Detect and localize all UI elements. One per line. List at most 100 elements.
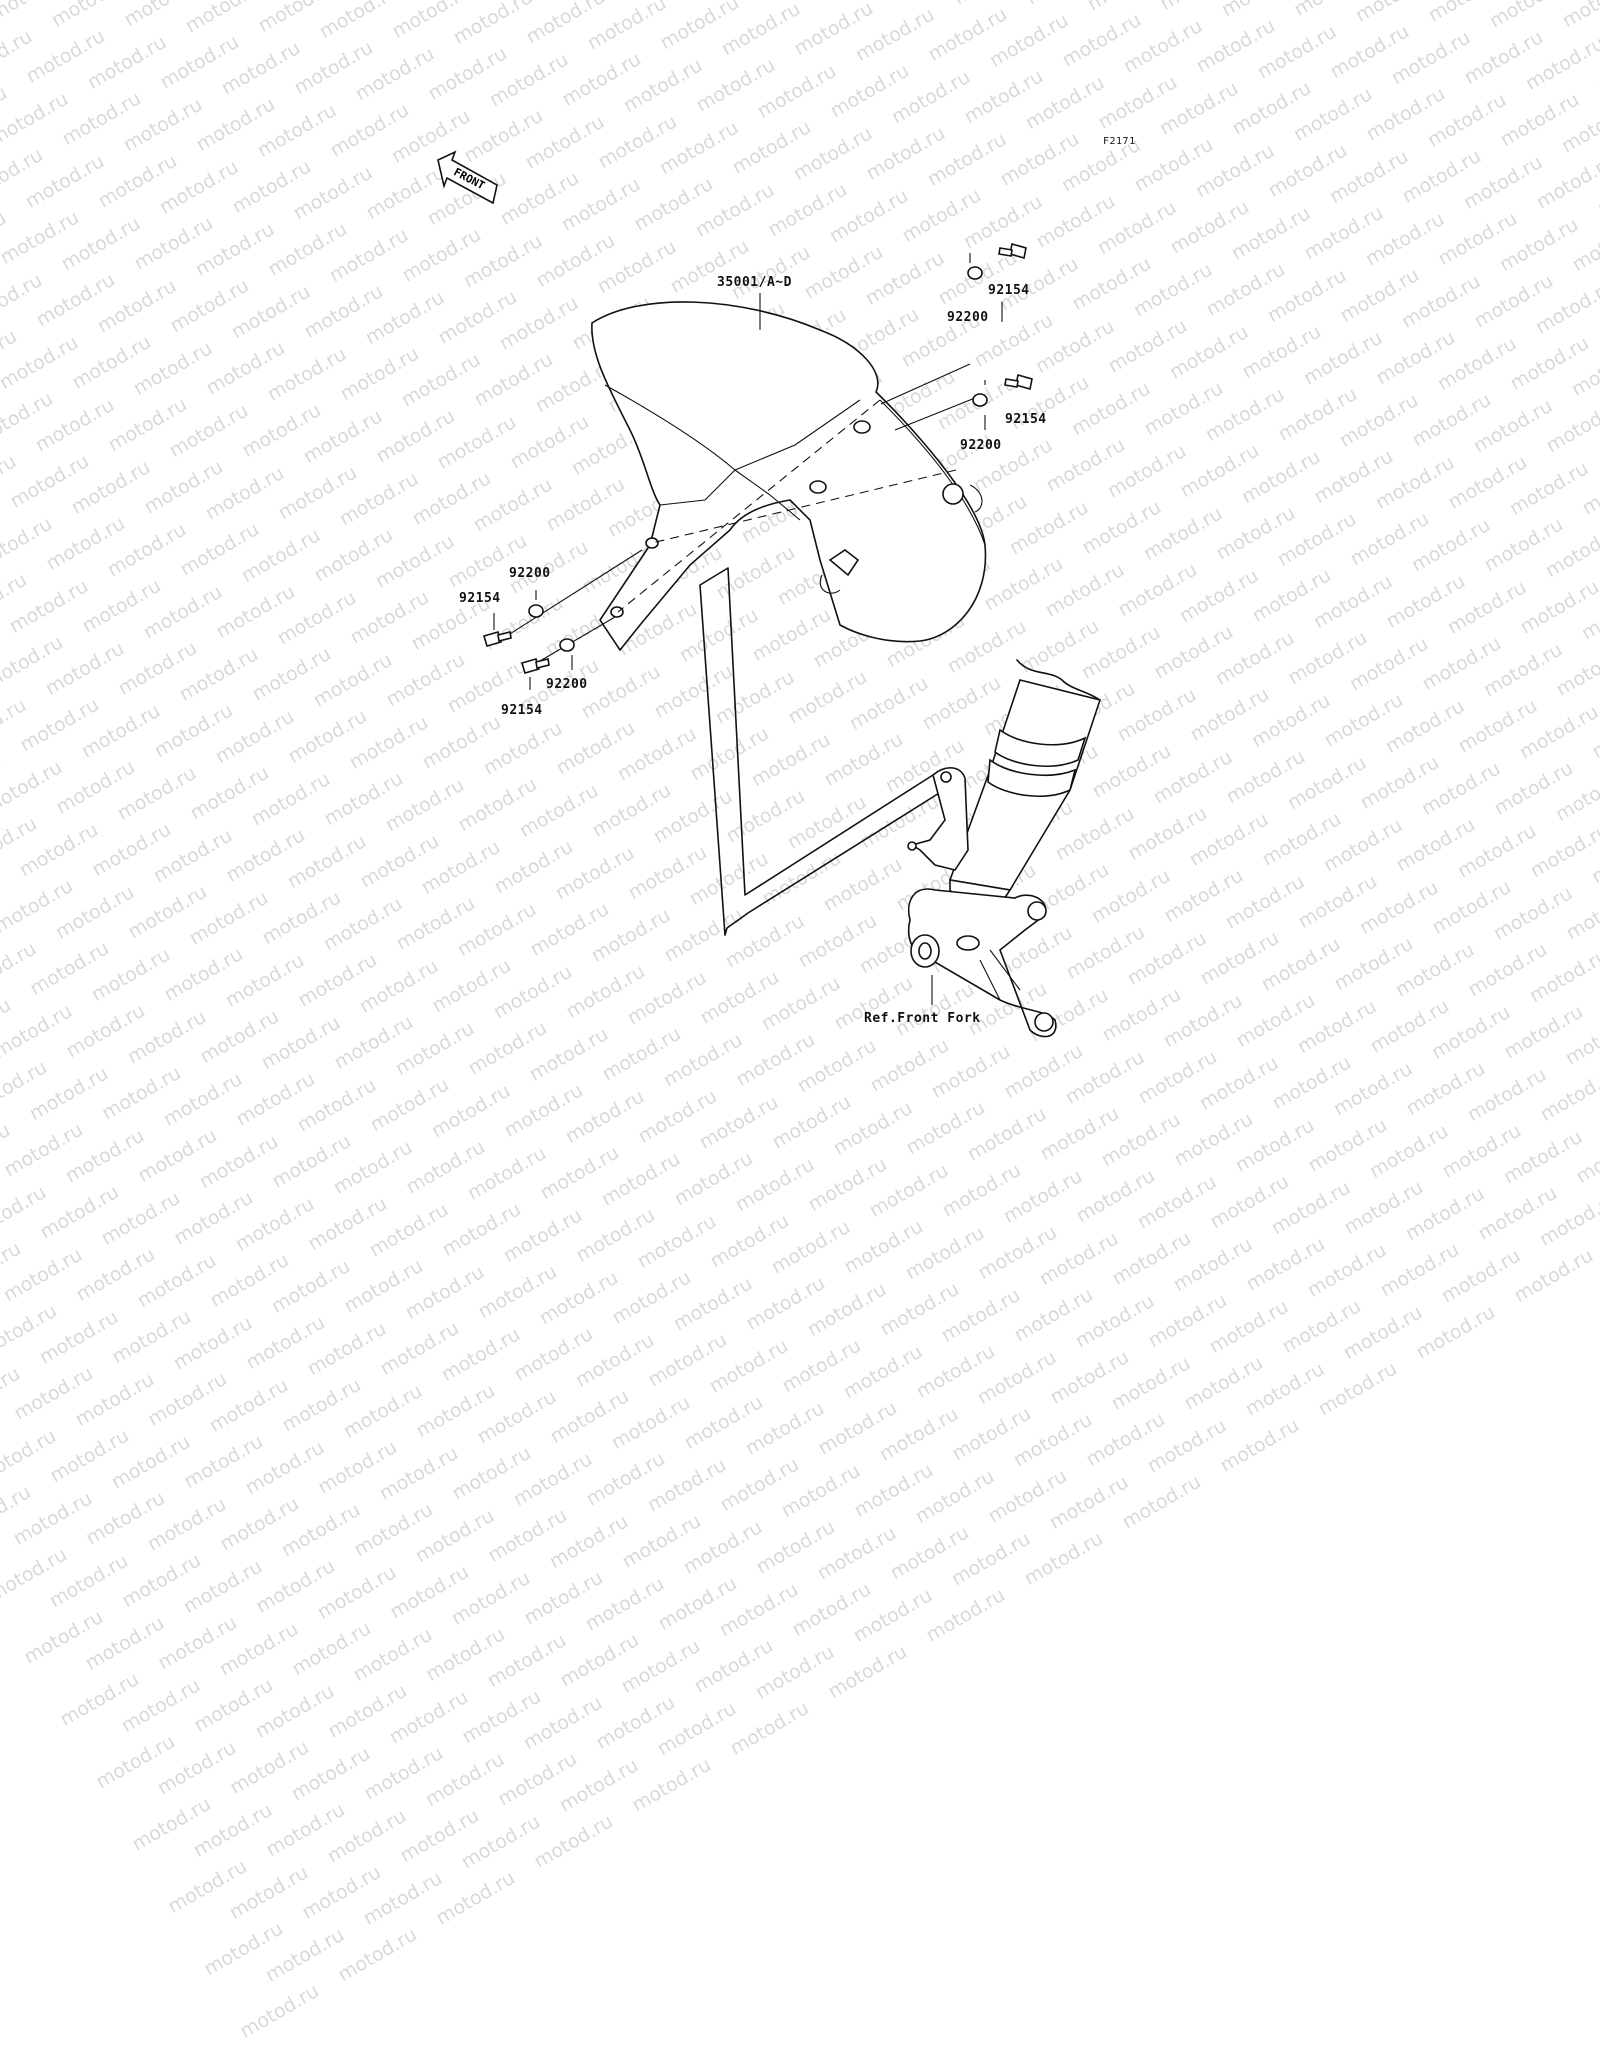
- watermark-text: motod.ru: [154, 1612, 240, 1675]
- watermark-text: motod.ru: [1412, 1301, 1498, 1364]
- watermark-text: motod.ru: [840, 1341, 926, 1404]
- watermark-text: motod.ru: [108, 1431, 194, 1494]
- watermark-text: motod.ru: [164, 1855, 250, 1918]
- part-label-bolt: 92154: [988, 283, 1030, 298]
- watermark-text: motod.ru: [1242, 1358, 1328, 1421]
- watermark-text: motod.ru: [768, 1216, 854, 1279]
- watermark-text: motod.ru: [268, 1255, 354, 1318]
- bolt-icon: [522, 659, 549, 673]
- watermark-text: motod.ru: [458, 1811, 544, 1874]
- bolt-icon: [999, 244, 1026, 258]
- watermark-text: motod.ru: [1144, 1289, 1230, 1352]
- part-label-washer: 92200: [509, 566, 551, 581]
- front-fender-drawing: [592, 302, 986, 650]
- watermark-text: motod.ru: [288, 1743, 374, 1806]
- watermark-text: motod.ru: [1340, 1301, 1426, 1364]
- watermark-text: motod.ru: [546, 1510, 632, 1573]
- part-label-bolt: 92154: [501, 703, 543, 718]
- watermark-text: motod.ru: [556, 1754, 642, 1817]
- watermark-text: motod.ru: [886, 1522, 972, 1585]
- watermark-text: motod.ru: [752, 1641, 838, 1704]
- watermark-text: motod.ru: [628, 1754, 714, 1817]
- watermark-text: motod.ru: [144, 1493, 230, 1556]
- watermark-text: motod.ru: [582, 1573, 668, 1636]
- watermark-text: motod.ru: [804, 1278, 890, 1341]
- watermark-text: motod.ru: [20, 1606, 106, 1669]
- reference-label: Ref.Front Fork: [864, 1011, 981, 1026]
- watermark-text: motod.ru: [242, 1311, 328, 1374]
- watermark-text: motod.ru: [190, 1799, 276, 1862]
- watermark-text: motod.ru: [876, 1403, 962, 1466]
- watermark-text: motod.ru: [644, 1454, 730, 1517]
- watermark-text: motod.ru: [118, 1674, 204, 1737]
- watermark-text: motod.ru: [902, 1222, 988, 1285]
- watermark-text: motod.ru: [190, 1674, 276, 1737]
- watermark-text: motod.ru: [680, 1391, 766, 1454]
- watermark-text: motod.ru: [1510, 1244, 1596, 1307]
- watermark-text: motod.ru: [546, 1385, 632, 1448]
- watermark-text: motod.ru: [484, 1629, 570, 1692]
- watermark-text: motod.ru: [376, 1442, 462, 1505]
- watermark-text: motod.ru: [278, 1499, 364, 1562]
- watermark-text: motod.ru: [608, 1266, 694, 1329]
- watermark-text: motod.ru: [226, 1861, 312, 1924]
- watermark-text: motod.ru: [670, 1273, 756, 1336]
- figure-code: F2171: [1103, 136, 1136, 147]
- watermark-text: motod.ru: [46, 1550, 132, 1613]
- watermark-text: motod.ru: [170, 1312, 256, 1375]
- watermark-text: motod.ru: [412, 1380, 498, 1443]
- watermark-text: motod.ru: [680, 1516, 766, 1579]
- watermark-text: motod.ru: [520, 1692, 606, 1755]
- watermark-text: motod.ru: [118, 1549, 204, 1612]
- watermark-text: motod.ru: [10, 1487, 96, 1550]
- watermark-text: motod.ru: [324, 1680, 410, 1743]
- watermark-text: motod.ru: [644, 1329, 730, 1392]
- watermark-text: motod.ru: [448, 1567, 534, 1630]
- washer-icon: [529, 605, 543, 617]
- watermark-text: motod.ru: [726, 1697, 812, 1760]
- watermark-text: motod.ru: [510, 1323, 596, 1386]
- watermark-text: motod.ru: [432, 1867, 518, 1930]
- watermark-text: motod.ru: [742, 1272, 828, 1335]
- watermark-text: motod.ru: [252, 1555, 338, 1618]
- watermark-text: motod.ru: [10, 1362, 96, 1425]
- watermark-text: motod.ru: [422, 1623, 508, 1686]
- watermark-text: motod.ru: [912, 1465, 998, 1528]
- watermark-text: motod.ru: [216, 1493, 302, 1556]
- watermark-text: motod.ru: [850, 1459, 936, 1522]
- watermark-text: motod.ru: [386, 1561, 472, 1624]
- washer-icon: [968, 267, 982, 279]
- watermark-text: motod.ru: [144, 1368, 230, 1431]
- watermark-text: motod.ru: [92, 1731, 178, 1794]
- watermark-text: motod.ru: [200, 1918, 286, 1981]
- watermark-text: motod.ru: [350, 1498, 436, 1561]
- watermark-text: motod.ru: [1118, 1471, 1204, 1534]
- parts-drawing: FRONT: [0, 0, 1600, 1200]
- watermark-text: motod.ru: [1036, 1227, 1122, 1290]
- watermark-text: motod.ru: [510, 1448, 596, 1511]
- watermark-text: motod.ru: [1072, 1290, 1158, 1353]
- watermark-text: motod.ru: [716, 1579, 802, 1642]
- watermark-text: motod.ru: [412, 1505, 498, 1568]
- watermark-text: motod.ru: [974, 1346, 1060, 1409]
- watermark-text: motod.ru: [618, 1635, 704, 1698]
- watermark-text: motod.ru: [350, 1624, 436, 1687]
- watermark-text: motod.ru: [778, 1460, 864, 1523]
- watermark-text: motod.ru: [536, 1267, 622, 1330]
- watermark-text: motod.ru: [396, 1804, 482, 1867]
- watermark-text: motod.ru: [0, 1425, 60, 1488]
- watermark-text: motod.ru: [340, 1255, 426, 1318]
- watermark-text: motod.ru: [814, 1522, 900, 1585]
- watermark-text: motod.ru: [474, 1386, 560, 1449]
- watermark-text: motod.ru: [922, 1584, 1008, 1647]
- watermark-text: motod.ru: [314, 1561, 400, 1624]
- watermark-text: motod.ru: [840, 1216, 926, 1279]
- watermark-text: motod.ru: [36, 1306, 122, 1369]
- watermark-text: motod.ru: [304, 1192, 390, 1255]
- washer-icon: [973, 394, 987, 406]
- watermark-text: motod.ru: [1082, 1408, 1168, 1471]
- watermark-text: motod.ru: [706, 1335, 792, 1398]
- watermark-text: motod.ru: [474, 1261, 560, 1324]
- watermark-text: motod.ru: [180, 1430, 266, 1493]
- watermark-text: motod.ru: [1108, 1227, 1194, 1290]
